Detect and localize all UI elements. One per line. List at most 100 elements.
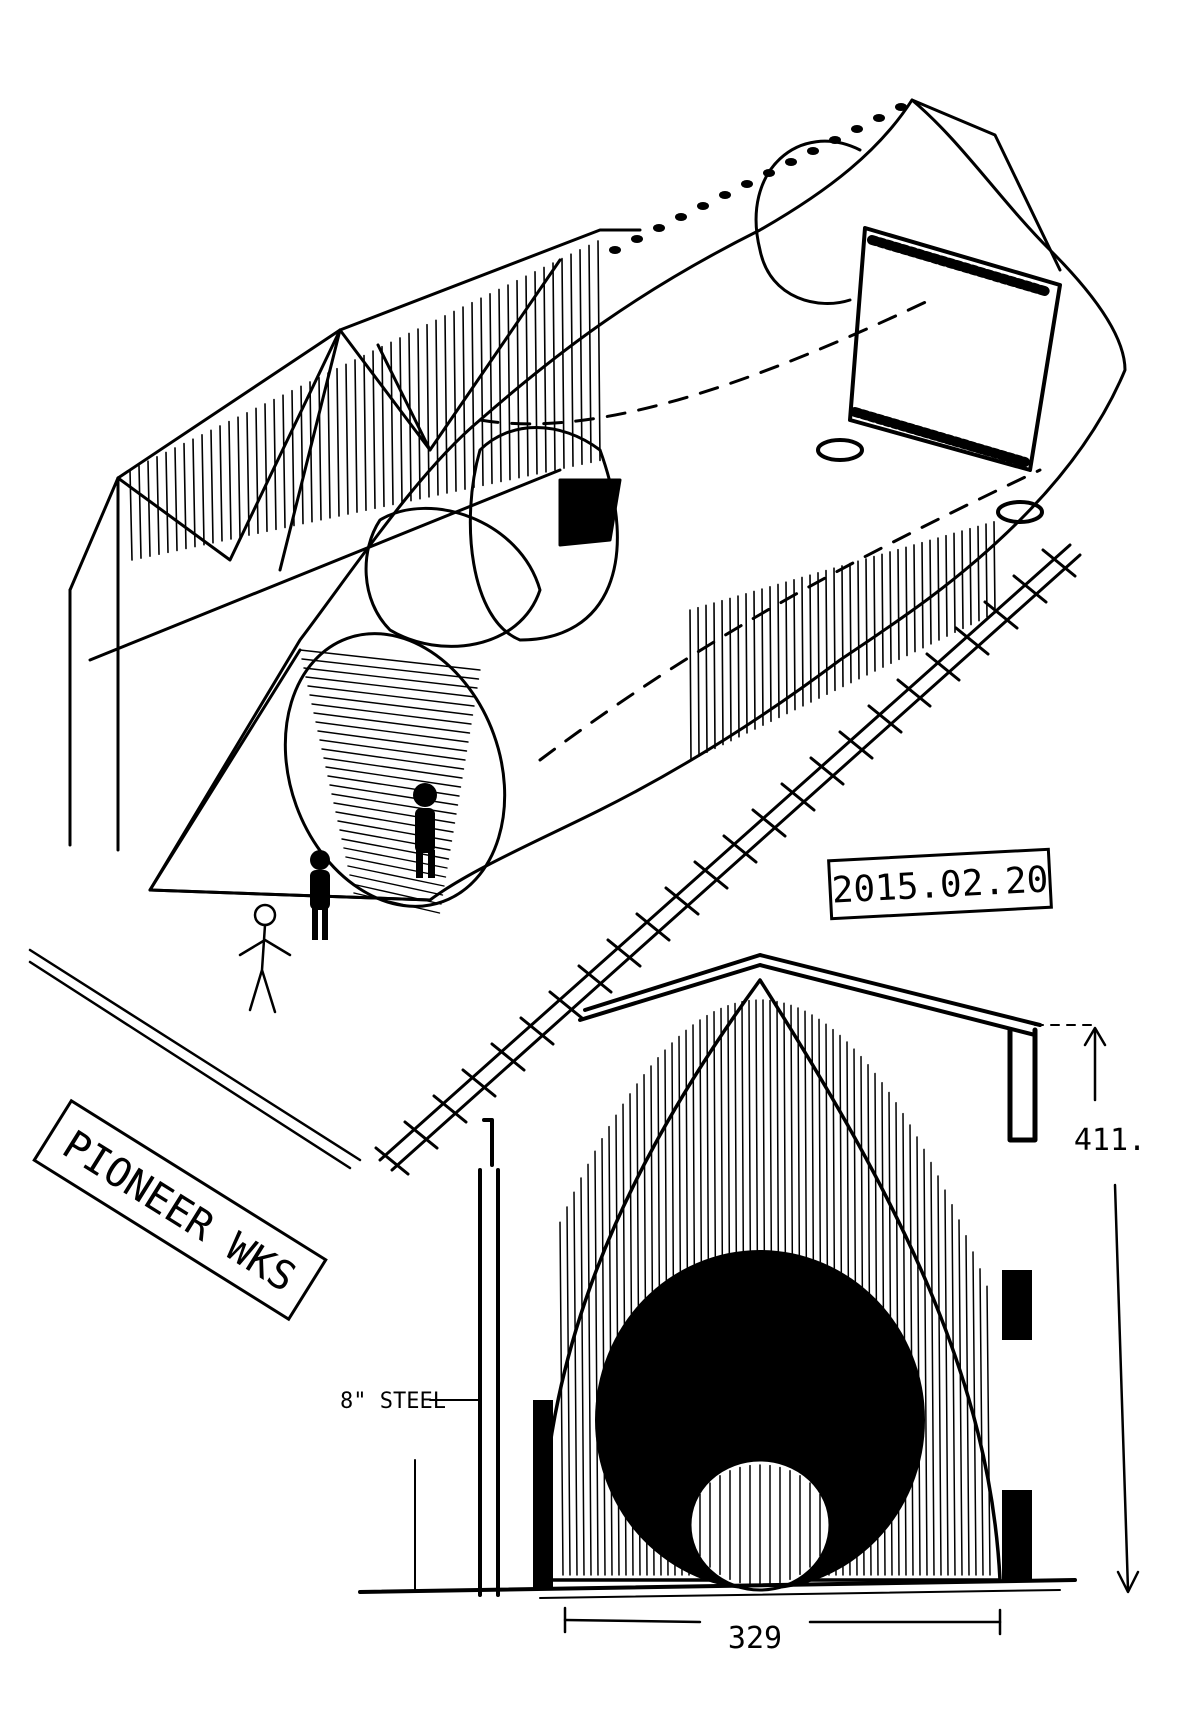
hatch-stroke <box>399 337 403 504</box>
hatch-stroke <box>435 319 439 496</box>
hatch-stroke <box>408 332 412 502</box>
rail-tie <box>635 912 671 942</box>
hatch-stroke <box>793 579 796 711</box>
hatch-stroke <box>489 293 493 485</box>
hatch-stroke <box>354 359 358 513</box>
hatch-stroke <box>331 793 457 815</box>
hatch-stroke <box>313 712 471 734</box>
hatch-stroke <box>745 592 748 734</box>
person-figure-2 <box>310 850 330 940</box>
hatch-stroke <box>552 262 556 471</box>
hatch-stroke <box>480 297 484 487</box>
width-dimension-text: 329 <box>728 1621 782 1656</box>
crown-dot <box>609 246 621 254</box>
rail-tie <box>577 964 613 994</box>
hatch-stroke <box>857 560 860 680</box>
crown-dot <box>675 213 687 221</box>
hatch-stroke <box>307 685 475 707</box>
hatch-stroke <box>865 558 868 676</box>
hatch-stroke <box>321 748 465 770</box>
hatch-stroke <box>588 244 592 464</box>
hatch-stroke <box>580 1177 585 1576</box>
hatch-stroke <box>315 721 469 743</box>
hatch-stroke <box>761 588 764 726</box>
hatch-stroke <box>986 1285 991 1576</box>
hatch-stroke <box>594 1150 599 1576</box>
hatch-stroke <box>351 883 442 905</box>
hatch-stroke <box>873 555 876 672</box>
hatch-stroke <box>336 367 340 517</box>
hatch-stroke <box>264 403 268 533</box>
hatch-stroke <box>237 416 241 538</box>
rail-tie <box>374 1146 410 1176</box>
hatch-stroke <box>156 455 160 556</box>
rail-tie <box>983 600 1019 630</box>
rail-tie <box>693 860 729 890</box>
rail-tie <box>432 1094 468 1124</box>
hatch-stroke <box>889 551 892 665</box>
rail-tie <box>1012 574 1048 604</box>
person-figure <box>413 783 437 878</box>
hatch-stroke <box>601 1137 606 1576</box>
hatch-stroke <box>579 248 583 466</box>
hatch-stroke <box>363 354 367 512</box>
date-label: 2015.02.20 <box>827 847 1053 921</box>
person-figure-3 <box>238 903 292 1014</box>
steel-leader <box>414 1399 479 1591</box>
hatch-stroke <box>335 811 454 833</box>
rail-tie <box>925 652 961 682</box>
hatch-stroke <box>305 676 477 698</box>
hatch-stroke <box>909 1124 914 1576</box>
hangar-truss <box>68 228 642 852</box>
rail-tie <box>490 1042 526 1072</box>
hatch-stroke <box>985 523 988 618</box>
hatch-stroke <box>507 284 511 481</box>
hatch-stroke <box>566 1206 571 1576</box>
rail-tie <box>606 938 642 968</box>
crown-dot <box>807 147 819 155</box>
hatch-stroke <box>944 1189 949 1576</box>
hatch-stroke <box>801 576 804 707</box>
hatch-stroke <box>300 385 304 525</box>
hatch-stroke <box>841 565 844 688</box>
tunnel-light-hatching <box>699 1464 821 1586</box>
inflatable-body <box>148 98 1127 902</box>
tunnel-opening <box>595 1250 925 1590</box>
hatch-stroke <box>309 694 474 716</box>
rail-tie <box>780 782 816 812</box>
hatch-stroke <box>498 288 502 483</box>
hatch-stroke <box>426 323 430 498</box>
hatch-stroke <box>916 1136 921 1576</box>
hatch-stroke <box>689 609 692 761</box>
rail-tie <box>403 1120 439 1150</box>
rail-tie <box>809 756 845 786</box>
hatch-stroke <box>327 775 460 797</box>
hatch-stroke <box>317 730 468 752</box>
crown-dot <box>873 114 885 122</box>
crown-dot <box>741 180 753 188</box>
hatch-stroke <box>165 451 169 554</box>
height-dimension-text: 411. <box>1074 1123 1146 1158</box>
hatch-stroke <box>913 544 916 653</box>
crown-dot <box>697 202 709 210</box>
crown-dot <box>719 191 731 199</box>
hatch-stroke <box>319 739 466 761</box>
hatch-stroke <box>697 606 700 757</box>
hatch-stroke <box>129 469 133 561</box>
hatch-stroke <box>318 376 322 521</box>
hatch-stroke <box>825 569 828 695</box>
section-elevation: 8" STEEL 411. 329 <box>340 953 1146 1656</box>
hatch-stroke <box>721 599 724 746</box>
crown-dot <box>851 125 863 133</box>
hatch-stroke <box>729 597 732 742</box>
projection-screen <box>816 226 1062 524</box>
height-dimension-line <box>1083 1026 1140 1594</box>
hatch-stroke <box>174 447 178 552</box>
hatch-stroke <box>953 532 956 634</box>
crown-dots <box>609 103 907 254</box>
perspective-sketch <box>28 98 1127 1176</box>
rail-tie <box>1041 548 1077 578</box>
hatch-stroke <box>301 658 480 680</box>
hatch-stroke <box>311 703 472 725</box>
